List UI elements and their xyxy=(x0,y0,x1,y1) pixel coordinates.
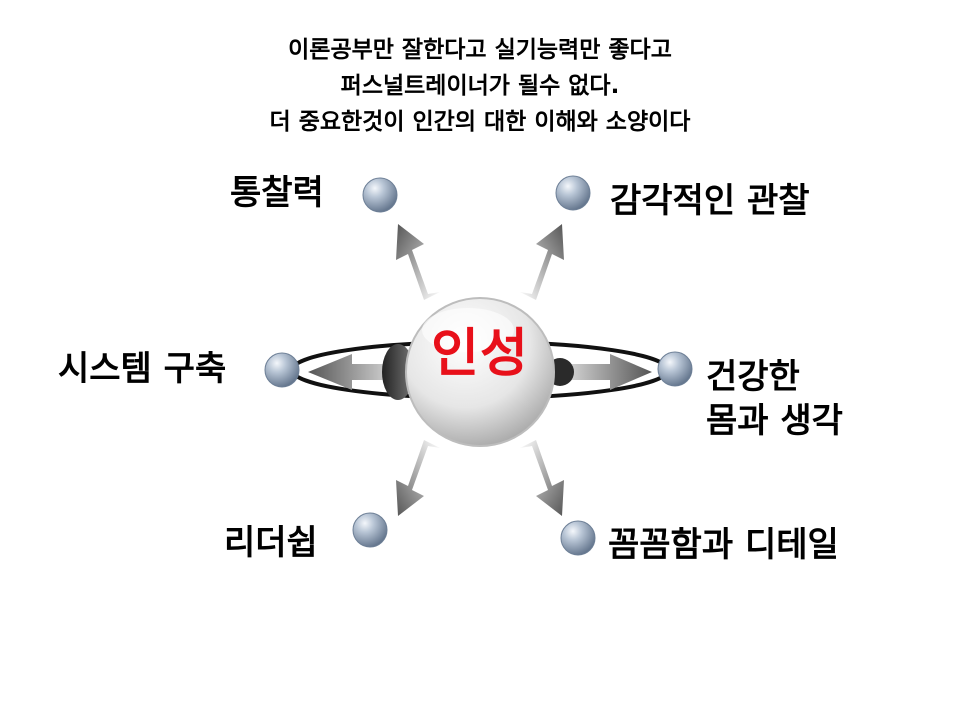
label-left: 시스템 구축 xyxy=(58,349,227,389)
node-right xyxy=(657,351,693,387)
label-right-line-2: 몸과 생각 xyxy=(706,401,843,441)
label-bottom-right: 꼼꼼함과 디테일 xyxy=(608,525,839,565)
ring-shadow-left xyxy=(382,344,414,400)
center-label: 인성 xyxy=(431,324,529,384)
header-line-3: 더 중요한것이 인간의 대한 이해와 소양이다 xyxy=(269,109,691,135)
node-top-right xyxy=(555,175,591,211)
header-line-2: 퍼스널트레이너가 될수 없다. xyxy=(340,73,620,99)
header-text: 이론공부만 잘한다고 실기능력만 좋다고 퍼스널트레이너가 될수 없다. 더 중… xyxy=(0,32,960,140)
label-top-left: 통찰력 xyxy=(230,173,324,213)
arrow-top-right xyxy=(520,224,564,300)
label-bottom-left: 리더쉽 xyxy=(224,523,318,563)
center-sphere-highlight xyxy=(422,308,514,352)
node-bottom-right xyxy=(560,520,596,556)
label-right-line-1: 건강한 xyxy=(706,357,800,397)
node-top-left xyxy=(362,177,398,213)
arrow-bottom-right xyxy=(520,440,564,516)
arrow-right xyxy=(562,354,652,390)
node-bottom-left xyxy=(352,512,388,548)
arrow-bottom-left xyxy=(396,440,440,516)
header-line-1: 이론공부만 잘한다고 실기능력만 좋다고 xyxy=(288,37,672,63)
label-top-right: 감각적인 관찰 xyxy=(610,181,810,221)
node-left xyxy=(264,352,300,388)
arrow-left xyxy=(308,354,398,390)
arrow-top-left xyxy=(396,224,440,300)
